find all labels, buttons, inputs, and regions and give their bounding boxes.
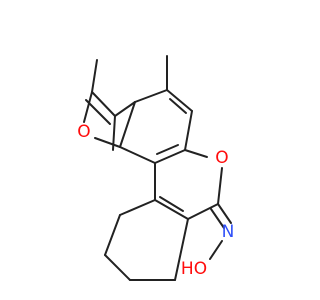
bond-c3a-c4 (134, 89, 168, 103)
bond-c5a-c11a-double (156, 144, 179, 155)
furan-oxygen-label: O (77, 122, 90, 142)
bond-c11-c10 (104, 214, 121, 256)
bond-c3a-c9b (119, 101, 136, 148)
bond-c5a-o6 (184, 149, 208, 158)
structure-diagram: O O N HO (77, 55, 235, 281)
molecule-canvas: O O N HO (77, 55, 235, 281)
methyl-bond-c2 (91, 59, 98, 93)
oxime-nitrogen-label: N (222, 222, 235, 242)
bond-c7-n-double (210, 208, 225, 229)
bond-c7a-c11b-double (159, 196, 184, 212)
bond-o1-c9b (94, 137, 121, 148)
bond-c7a-c11b (154, 199, 189, 220)
bond-n-o (209, 240, 223, 260)
bond-c2-c3-double (85, 99, 111, 125)
methyl-bond-c3 (112, 115, 116, 151)
pyran-oxygen-label: O (215, 148, 228, 168)
bond-c2-o1 (83, 91, 93, 123)
bond-c5a-c11a (154, 149, 186, 164)
bond-c11a-c9b (119, 146, 156, 164)
bond-c2-c3 (91, 91, 116, 117)
hydroxyl-label: HO (181, 259, 207, 279)
bond-c7-c7a (187, 203, 219, 220)
bond-c11b-c11 (119, 199, 156, 216)
bond-c4-c5 (166, 89, 193, 112)
bond-c4-c5-double (169, 98, 187, 114)
bond-c3-c3a (114, 101, 136, 117)
bond-c7-n (217, 203, 232, 224)
bond-c5-c5a (184, 110, 193, 151)
bond-c10-c9 (104, 254, 131, 281)
bond-o6-c7 (217, 167, 223, 205)
bond-c8-c7a (174, 218, 189, 281)
